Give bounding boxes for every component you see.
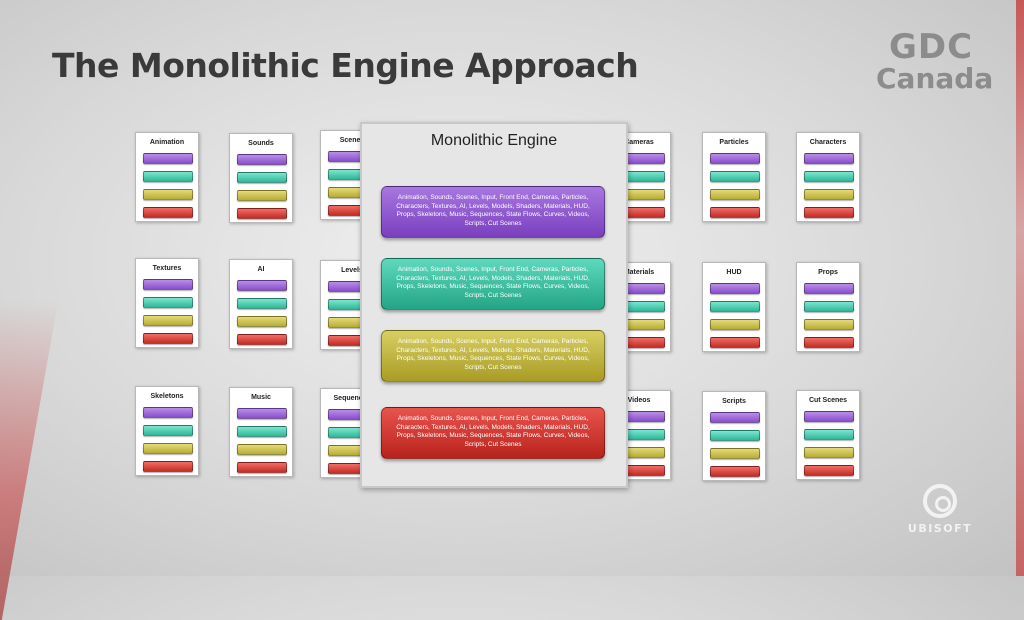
module-label: Scenes — [339, 137, 365, 144]
red-layer-pill — [710, 466, 760, 477]
module-label: Cameras — [624, 139, 654, 146]
ubisoft-swirl-icon — [923, 484, 957, 518]
red-layer-pill — [804, 465, 854, 476]
module-card-characters: Characters — [796, 132, 860, 222]
engine-layer-teal: Animation, Sounds, Scenes, Input, Front … — [381, 258, 605, 310]
module-label: Particles — [719, 139, 749, 146]
purple-layer-pill — [143, 153, 193, 164]
purple-layer-pill — [710, 412, 760, 423]
yellow-layer-pill — [804, 189, 854, 200]
module-label: Sounds — [248, 140, 274, 147]
yellow-layer-pill — [143, 315, 193, 326]
red-layer-pill — [710, 207, 760, 218]
yellow-layer-pill — [804, 319, 854, 330]
purple-layer-pill — [804, 153, 854, 164]
teal-layer-pill — [804, 301, 854, 312]
yellow-layer-pill — [710, 189, 760, 200]
module-label: Cut Scenes — [808, 397, 848, 404]
background-swoosh-right — [1016, 0, 1024, 576]
teal-layer-pill — [710, 171, 760, 182]
slide-title: The Monolithic Engine Approach — [52, 46, 639, 85]
module-card-sounds: Sounds — [229, 133, 293, 223]
module-label: Sequences — [333, 395, 371, 402]
purple-layer-pill — [237, 154, 287, 165]
yellow-layer-pill — [710, 319, 760, 330]
yellow-layer-pill — [237, 316, 287, 327]
purple-layer-pill — [710, 153, 760, 164]
module-card-animation: Animation — [135, 132, 199, 222]
module-card-props: Props — [796, 262, 860, 352]
module-label: AI — [257, 266, 265, 273]
red-layer-pill — [143, 207, 193, 218]
module-card-particles: Particles — [702, 132, 766, 222]
module-label: Animation — [149, 139, 185, 146]
gdc-canada-logo: GDC Canada — [876, 27, 994, 95]
module-label: Videos — [627, 397, 651, 404]
module-card-hud: HUD — [702, 262, 766, 352]
red-layer-pill — [710, 337, 760, 348]
module-label: Textures — [152, 265, 182, 272]
engine-layer-red: Animation, Sounds, Scenes, Input, Front … — [381, 407, 605, 459]
teal-layer-pill — [710, 301, 760, 312]
module-label: Scripts — [722, 398, 746, 405]
teal-layer-pill — [237, 172, 287, 183]
purple-layer-pill — [143, 279, 193, 290]
module-label: Materials — [623, 269, 655, 276]
teal-layer-pill — [804, 429, 854, 440]
red-layer-pill — [237, 334, 287, 345]
module-card-textures: Textures — [135, 258, 199, 348]
teal-layer-pill — [237, 298, 287, 309]
engine-layer-purple: Animation, Sounds, Scenes, Input, Front … — [381, 186, 605, 238]
teal-layer-pill — [143, 425, 193, 436]
teal-layer-pill — [237, 426, 287, 437]
module-card-ai: AI — [229, 259, 293, 349]
yellow-layer-pill — [804, 447, 854, 458]
background-swoosh-left — [0, 300, 59, 620]
module-label: Levels — [341, 267, 363, 274]
red-layer-pill — [237, 462, 287, 473]
engine-layer-yellow: Animation, Sounds, Scenes, Input, Front … — [381, 330, 605, 382]
teal-layer-pill — [710, 430, 760, 441]
module-card-music: Music — [229, 387, 293, 477]
purple-layer-pill — [237, 408, 287, 419]
red-layer-pill — [237, 208, 287, 219]
red-layer-pill — [143, 461, 193, 472]
module-label: Music — [251, 394, 271, 401]
yellow-layer-pill — [237, 190, 287, 201]
module-label: Props — [818, 269, 838, 276]
module-card-cut-scenes: Cut Scenes — [796, 390, 860, 480]
gdc-logo-line1: GDC — [888, 27, 974, 67]
teal-layer-pill — [143, 297, 193, 308]
module-label: Skeletons — [150, 393, 184, 400]
module-card-scripts: Scripts — [702, 391, 766, 481]
red-layer-pill — [804, 207, 854, 218]
purple-layer-pill — [237, 280, 287, 291]
gdc-logo-line2: Canada — [876, 62, 994, 95]
teal-layer-pill — [804, 171, 854, 182]
module-label: Characters — [809, 139, 847, 146]
engine-title: Monolithic Engine — [430, 132, 558, 149]
purple-layer-pill — [710, 283, 760, 294]
monolithic-engine-panel: Monolithic Engine Animation, Sounds, Sce… — [360, 122, 628, 488]
yellow-layer-pill — [710, 448, 760, 459]
purple-layer-pill — [143, 407, 193, 418]
yellow-layer-pill — [237, 444, 287, 455]
red-layer-pill — [804, 337, 854, 348]
ubisoft-wordmark: UBISOFT — [907, 522, 973, 535]
teal-layer-pill — [143, 171, 193, 182]
yellow-layer-pill — [143, 189, 193, 200]
ubisoft-logo: UBISOFT — [904, 484, 976, 535]
red-layer-pill — [143, 333, 193, 344]
module-card-skeletons: Skeletons — [135, 386, 199, 476]
module-label: HUD — [726, 269, 742, 276]
purple-layer-pill — [804, 283, 854, 294]
yellow-layer-pill — [143, 443, 193, 454]
purple-layer-pill — [804, 411, 854, 422]
